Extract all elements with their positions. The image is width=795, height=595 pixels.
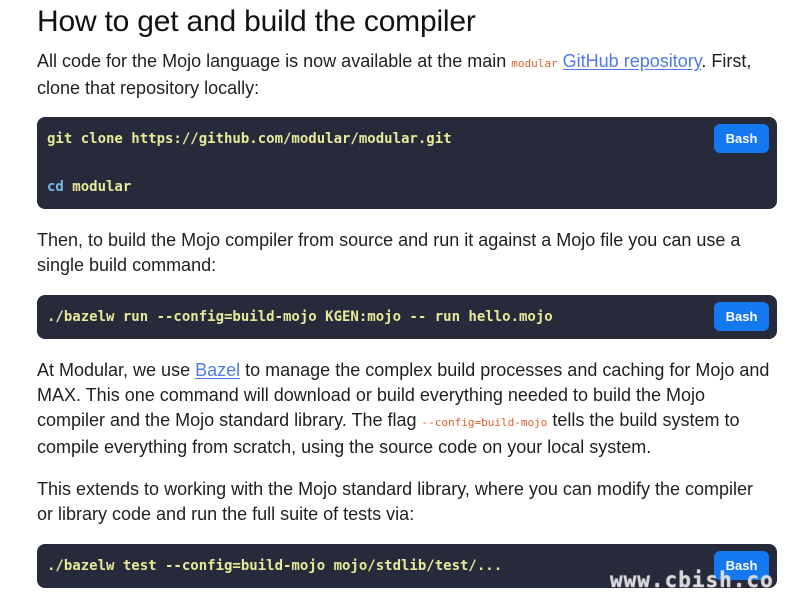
bash-language-button[interactable]: Bash	[714, 302, 769, 331]
intro-paragraph: All code for the Mojo language is now av…	[37, 49, 772, 101]
bazel-text-before: At Modular, we use	[37, 360, 196, 380]
bash-language-button[interactable]: Bash	[714, 551, 769, 580]
build-paragraph: Then, to build the Mojo compiler from so…	[37, 230, 741, 275]
stdlib-paragraph: This extends to working with the Mojo st…	[37, 479, 753, 524]
code-block-clone[interactable]: git clone https://github.com/modular/mod…	[37, 117, 777, 209]
watermark-text: www.cbish.co	[610, 568, 774, 592]
intro-text-before: All code for the Mojo language is now av…	[37, 51, 512, 71]
cd-keyword: cd	[47, 179, 64, 195]
bazel-text-mid: to manage the complex build processes an…	[37, 360, 770, 430]
code-line-bazelw-test: ./bazelw test --config=build-mojo mojo/s…	[47, 558, 503, 574]
github-repository-link[interactable]: GitHub repository	[562, 51, 702, 71]
page-title: How to get and build the compiler	[37, 5, 476, 38]
code-line-git-clone: git clone https://github.com/modular/mod…	[47, 131, 452, 147]
config-flag-code: --config=build-mojo	[421, 416, 548, 429]
bazel-text-after: tells the build system to compile everyt…	[37, 410, 740, 457]
cd-argument: modular	[63, 179, 132, 195]
code-block-build[interactable]: ./bazelw run --config=build-mojo KGEN:mo…	[37, 295, 777, 339]
code-block-test[interactable]: ./bazelw test --config=build-mojo mojo/s…	[37, 544, 777, 588]
intro-text-after: . First, clone that repository locally:	[37, 51, 752, 98]
code-line-cd: cd modular	[47, 177, 131, 197]
modular-code-link[interactable]: modular	[511, 57, 558, 70]
bazel-link[interactable]: Bazel	[195, 360, 241, 380]
bash-language-button[interactable]: Bash	[714, 124, 769, 153]
code-line-bazelw-run: ./bazelw run --config=build-mojo KGEN:mo…	[47, 309, 553, 325]
bazel-paragraph: At Modular, we use Bazel to manage the c…	[37, 358, 772, 460]
